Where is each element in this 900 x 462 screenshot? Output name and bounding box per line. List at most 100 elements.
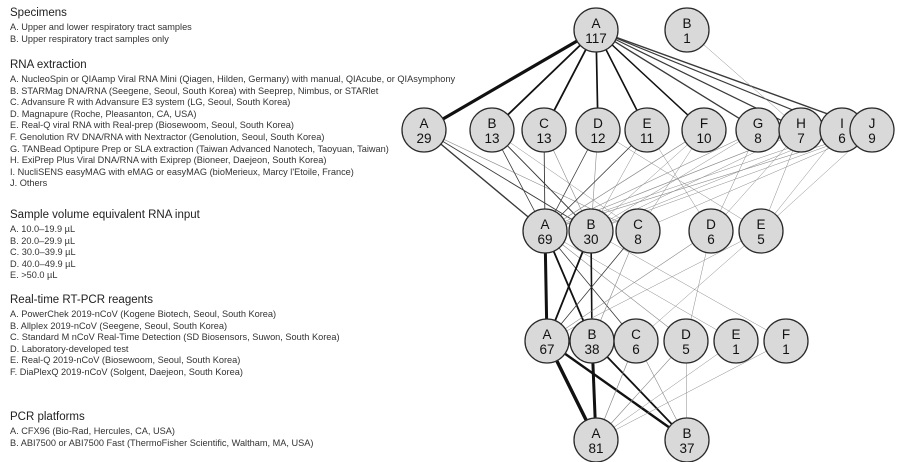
section-title: PCR platforms [10, 411, 85, 423]
node-count: 5 [757, 232, 765, 247]
edge-ED-VE [597, 129, 762, 232]
legend-item: D. 40.0–49.9 µL [10, 258, 76, 269]
node-count: 8 [754, 131, 762, 146]
legend-item: B. STARMag DNA/RNA (Seegene, Seoul, Sout… [10, 85, 379, 96]
node-count: 38 [584, 342, 599, 357]
node-count: 10 [696, 131, 711, 146]
node-specimens-b: B1 [664, 7, 710, 53]
node-circle [521, 107, 567, 153]
legend-item: B. Allplex 2019-nCoV (Seegene, Seoul, So… [10, 320, 228, 331]
node-label: D [706, 217, 716, 232]
node-label: B [682, 16, 691, 31]
node-count: 6 [632, 342, 640, 357]
node-count: 1 [683, 31, 691, 46]
node-circle [763, 318, 809, 364]
node-circle [849, 107, 895, 153]
node-reagents-f: F1 [763, 318, 809, 364]
node-label: H [796, 116, 806, 131]
edge-VA-RC [544, 230, 637, 342]
edge-SB-EH [686, 29, 802, 131]
section-title: Sample volume equivalent RNA input [10, 209, 200, 221]
node-volume-e: E5 [738, 208, 784, 254]
node-extraction-h: H7 [778, 107, 824, 153]
edge-VA-RD [544, 230, 687, 342]
node-extraction-f: F10 [681, 107, 727, 153]
legend-item: C. 30.0–39.9 µL [10, 247, 76, 258]
node-count: 13 [484, 131, 499, 146]
legend-item: A. 10.0–19.9 µL [10, 224, 76, 234]
legend-item: D. Laboratory-developed test [10, 343, 129, 354]
node-label: B [487, 116, 496, 131]
node-layer: A117B1A29B13C13D12E11F10G8H7I6J9A69B30C8… [401, 7, 895, 462]
legend-item: E. >50.0 µL [10, 270, 58, 281]
node-label: C [539, 116, 549, 131]
legend-item: B. 20.0–29.9 µL [10, 235, 76, 246]
edge-EA-VA [423, 129, 546, 232]
node-reagents-a: A67 [524, 318, 570, 364]
edge-VC-RA [546, 230, 639, 342]
node-circle [524, 318, 570, 364]
edge-RE-PA [595, 340, 737, 441]
node-label: A [591, 426, 600, 441]
node-label: A [540, 217, 549, 232]
node-label: A [419, 116, 428, 131]
node-label: F [700, 116, 708, 131]
node-count: 69 [537, 232, 552, 247]
node-label: G [753, 116, 764, 131]
node-extraction-j: J9 [849, 107, 895, 153]
node-extraction-a: A29 [401, 107, 447, 153]
edge-SA-EF [595, 29, 705, 131]
legend-item: E. Real-Q viral RNA with Real-prep (Bios… [10, 120, 294, 131]
node-count: 1 [732, 342, 740, 357]
legend-item: G. TANBead Optipure Prep or SLA extracti… [10, 143, 389, 154]
node-circle [575, 107, 621, 153]
legend-rna-extraction: RNA extraction A. NucleoSpin or QIAamp V… [10, 58, 480, 190]
node-circle [573, 417, 619, 462]
legend-item: E. Real-Q 2019-nCoV (Biosewoom, Seoul, S… [10, 355, 241, 366]
node-label: B [586, 217, 595, 232]
node-label: D [681, 327, 691, 342]
legend-item: D. Magnapure (Roche, Pleasanton, CA, USA… [10, 108, 197, 119]
legend-pcr-platforms: PCR platforms A. CFX96 (Bio-Rad, Hercule… [10, 410, 480, 449]
node-label: J [869, 116, 876, 131]
node-count: 30 [583, 232, 598, 247]
node-circle [469, 107, 515, 153]
node-label: F [782, 327, 790, 342]
node-count: 5 [682, 342, 690, 357]
legend-item: A. Upper and lower respiratory tract sam… [10, 22, 192, 32]
edge-SA-EA [422, 28, 598, 132]
legend-item: A. PowerChek 2019-nCoV (Kogene Biotech, … [10, 309, 277, 319]
section-title: Real-time RT-PCR reagents [10, 294, 153, 306]
node-reagents-e: E1 [713, 318, 759, 364]
node-volume-a: A69 [522, 208, 568, 254]
edge-VA-RE [544, 230, 737, 342]
legend-item: B. Upper respiratory tract samples only [10, 33, 169, 44]
node-count: 9 [868, 131, 876, 146]
node-count: 81 [588, 441, 603, 456]
legend-sample-volume: Sample volume equivalent RNA input A. 10… [10, 208, 480, 282]
legend-item: A. NucleoSpin or QIAamp Viral RNA Mini (… [10, 74, 456, 84]
node-extraction-d: D12 [575, 107, 621, 153]
node-count: 7 [797, 131, 805, 146]
node-extraction-c: C13 [521, 107, 567, 153]
edge-VE-RC [635, 230, 762, 342]
node-circle [688, 208, 734, 254]
node-circle [613, 318, 659, 364]
node-extraction-g: G8 [735, 107, 781, 153]
node-circle [713, 318, 759, 364]
node-label: A [591, 16, 600, 31]
legend-item: J. Others [10, 178, 48, 189]
legend-item: I. NucliSENS easyMAG with eMAG or easyMA… [10, 166, 354, 177]
node-circle [522, 208, 568, 254]
legend-item: C. Standard M nCoV Real-Time Detection (… [10, 332, 340, 343]
node-reagents-d: D5 [663, 318, 709, 364]
legend-pcr-reagents: Real-time RT-PCR reagents A. PowerChek 2… [10, 293, 480, 379]
legend-item: B. ABI7500 or ABI7500 Fast (ThermoFisher… [10, 437, 314, 448]
legend-item: F. Genolution RV DNA/RNA with Nextractor… [10, 131, 325, 142]
edge-RF-PA [595, 340, 787, 441]
node-count: 67 [539, 342, 554, 357]
legend-item: C. Advansure R with Advansure E3 system … [10, 97, 291, 108]
node-count: 29 [416, 131, 431, 146]
